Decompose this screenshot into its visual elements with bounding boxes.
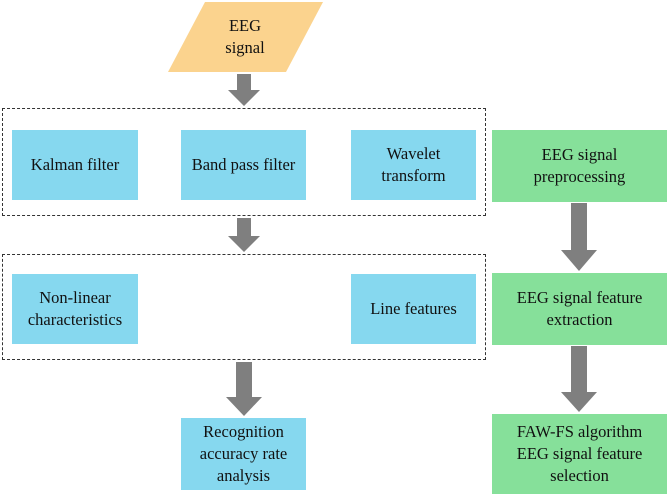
non-linear-characteristics-box: Non-linear characteristics xyxy=(12,274,138,344)
arrow-methods-to-features xyxy=(228,218,260,252)
band-pass-filter-box: Band pass filter xyxy=(181,130,306,200)
arrow-features-to-analysis xyxy=(226,362,262,416)
wavelet-transform-box: Wavelet transform xyxy=(351,130,476,200)
recognition-accuracy-analysis-box: Recognition accuracy rate analysis xyxy=(181,418,306,490)
line-features-box: Line features xyxy=(351,274,476,344)
eeg-signal-input-label: EEG signal xyxy=(225,16,265,57)
stage-preprocessing-box: EEG signal preprocessing xyxy=(492,130,667,202)
arrow-stage2-to-stage3 xyxy=(561,346,597,412)
kalman-filter-box: Kalman filter xyxy=(12,130,138,200)
arrow-input-to-methods xyxy=(228,74,260,106)
feature-methods-group xyxy=(2,254,486,360)
stage-feature-extraction-box: EEG signal feature extraction xyxy=(492,273,667,345)
arrow-stage1-to-stage2 xyxy=(561,203,597,271)
preprocessing-methods-group xyxy=(2,108,486,216)
stage-feature-selection-box: FAW-FS algorithm EEG signal feature sele… xyxy=(492,414,667,494)
